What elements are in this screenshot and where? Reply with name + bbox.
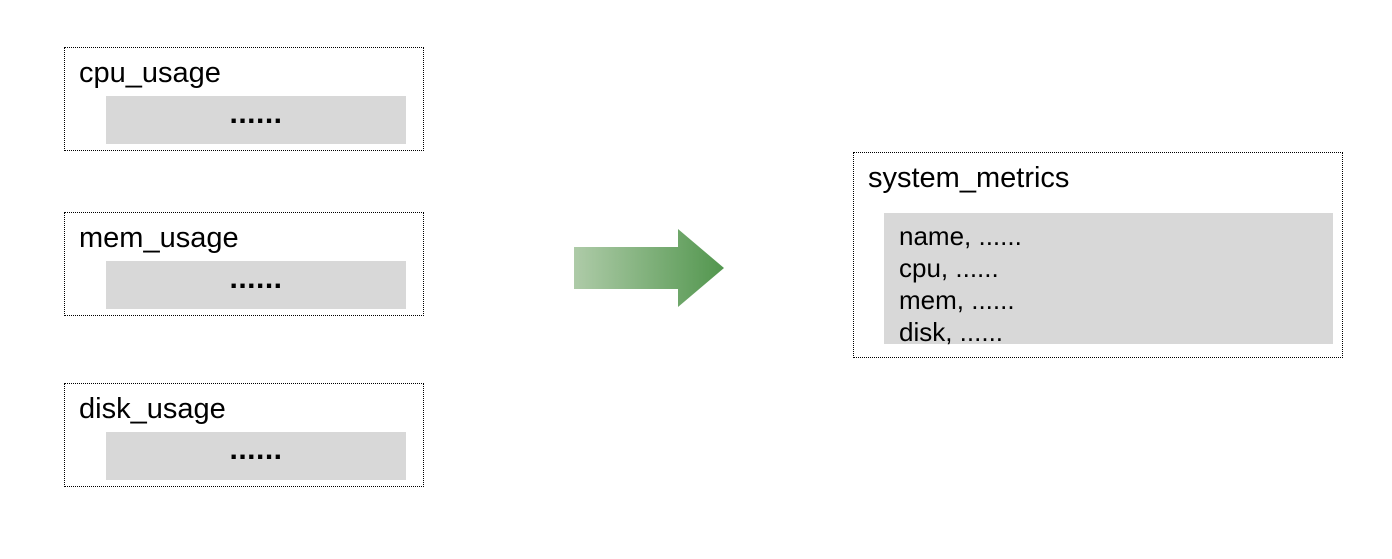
table-data-bar: ......	[106, 432, 406, 480]
merge-arrow-icon	[574, 229, 724, 307]
table-row: disk, ......	[899, 317, 1004, 347]
source-table-cpu-usage: cpu_usage ......	[64, 47, 424, 151]
result-table-system-metrics: system_metrics name, ...... cpu, ...... …	[853, 152, 1343, 358]
table-data-panel: name, ...... cpu, ...... mem, ...... dis…	[884, 213, 1333, 347]
table-title: system_metrics	[868, 162, 1070, 194]
table-title: cpu_usage	[79, 57, 221, 89]
ellipsis-placeholder: ......	[229, 433, 283, 466]
source-table-mem-usage: mem_usage ......	[64, 212, 424, 316]
table-title: mem_usage	[79, 222, 239, 254]
table-row: cpu, ......	[899, 253, 999, 283]
ellipsis-placeholder: ......	[229, 262, 283, 295]
table-row: name, ......	[899, 221, 1022, 251]
table-data-bar: ......	[106, 96, 406, 144]
ellipsis-placeholder: ......	[229, 97, 283, 130]
table-title: disk_usage	[79, 393, 226, 425]
table-row: mem, ......	[899, 285, 1015, 315]
table-data-bar: ......	[106, 261, 406, 309]
source-table-disk-usage: disk_usage ......	[64, 383, 424, 487]
